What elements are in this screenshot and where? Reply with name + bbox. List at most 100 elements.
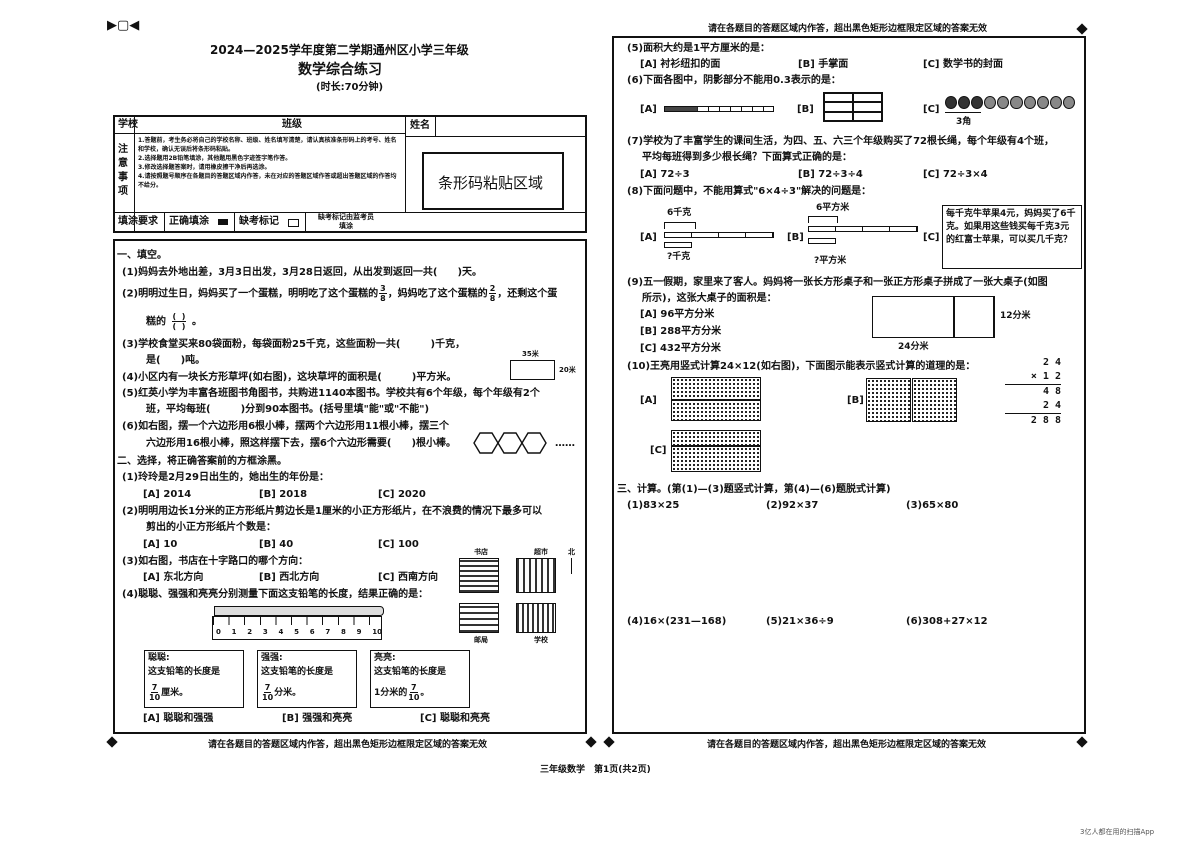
class-label: 班级 — [282, 119, 302, 130]
frac-num: 7 — [263, 683, 272, 693]
market-building-icon — [516, 558, 556, 593]
r-q5-option-c[interactable]: [C] 数学书的封面 — [923, 59, 1003, 70]
name-label: 姓名 — [410, 120, 430, 131]
s1-q5a: (5)红英小学为丰富各班图书角图书，共购进1140本图书。学校共有6个年级，每个… — [122, 388, 540, 399]
section2-title: 二、选择，将正确答案前的方框涂黑。 — [117, 456, 287, 467]
q8-c-text: 每千克牛苹果4元，妈妈买了6千克。如果用这些钱买每千克3元的红富士苹果，可以买几… — [946, 209, 1076, 245]
ruler — [212, 616, 382, 640]
r-q7-option-b[interactable]: [B] 72÷3÷4 — [798, 169, 863, 180]
r-q8-option-b[interactable]: [B] — [787, 232, 804, 243]
s2-q2-option-b[interactable]: [B] 40 — [259, 539, 294, 550]
calc-3: (3)65×80 — [906, 500, 959, 511]
r-q7-option-c[interactable]: [C] 72÷3×4 — [923, 169, 988, 180]
s2-q4-option-c[interactable]: [C] 聪聪和亮亮 — [420, 713, 490, 724]
s2-q2-option-c[interactable]: [C] 100 — [378, 539, 419, 550]
q10-b-dot-grid-left — [866, 378, 911, 422]
school-label: 学校 — [118, 119, 138, 130]
r-q9a: (9)五一假期，家里来了客人。妈妈将一张长方形桌子和一张正方形桌子拼成了一张大桌… — [627, 277, 1048, 288]
frac-den: 10 — [149, 693, 161, 702]
r-q10-option-c[interactable]: [C] — [650, 445, 667, 456]
r-q9-option-b[interactable]: [B] 288平方分米 — [640, 326, 722, 337]
person-statement: 这支铅笔的长度是 — [374, 667, 447, 677]
class-field[interactable] — [310, 115, 402, 133]
r-q8-option-c[interactable]: [C] — [923, 232, 940, 243]
s1-q2-line2: 糕的( )( )。 — [146, 312, 202, 331]
fill-correct-label: 正确填涂 — [169, 216, 209, 227]
barcode-area-label: 条形码粘贴区域 — [438, 174, 544, 192]
r-q9-option-a[interactable]: [A] 96平方分米 — [640, 309, 715, 320]
s2-q4-option-b[interactable]: [B] 强强和亮亮 — [282, 713, 353, 724]
q8-c-textbox: 每千克牛苹果4元，妈妈买了6千克。如果用这些钱买每千克3元的红富士苹果，可以买几… — [942, 205, 1082, 269]
r-q7-option-a[interactable]: [A] 72÷3 — [640, 169, 690, 180]
absent-checkbox[interactable] — [288, 219, 299, 227]
r-q9-option-c[interactable]: [C] 432平方分米 — [640, 343, 721, 354]
q3-fig-width: 20米 — [559, 366, 576, 374]
q8-a-strip-top — [664, 232, 774, 238]
map-post-label: 邮局 — [474, 636, 488, 644]
r-q7a: (7)学校为了丰富学生的课间生活，为四、五、六三个年级购买了72根长绳，每个年级… — [627, 136, 1054, 147]
north-label: 北 — [568, 548, 575, 556]
page-number: 三年级数学 第1页(共2页) — [540, 765, 651, 775]
school-field[interactable] — [150, 115, 275, 133]
vm-row-3: 4 8 — [1005, 384, 1061, 399]
s2-q3-option-b[interactable]: [B] 西北方向 — [259, 572, 320, 583]
r-q5-option-b[interactable]: [B] 手掌面 — [798, 59, 849, 70]
watermark: 3亿人都在用的扫描App — [1080, 828, 1155, 836]
map-bookstore-label: 书店 — [474, 548, 488, 556]
corner-triangle-icon — [1076, 736, 1088, 748]
note-4: 4.请按照题号顺序在各题目的答题区域内作答，未在对应的答题区域作答或超出答题区域… — [138, 173, 397, 189]
north-arrow-icon — [571, 558, 572, 574]
calc-4: (4)16×(231—168) — [627, 616, 727, 627]
s2-q1-option-b[interactable]: [B] 2018 — [259, 489, 308, 500]
ruler-tick: 2 — [247, 628, 253, 636]
s2-q3-option-c[interactable]: [C] 西南方向 — [378, 572, 438, 583]
section3-title: 三、计算。(第(1)—(3)题竖式计算，第(4)—(6)题脱式计算) — [617, 484, 891, 495]
r-q5: (5)面积大约是1平方厘米的是： — [627, 43, 771, 54]
school-building-icon — [516, 603, 556, 633]
name-field[interactable] — [437, 115, 585, 135]
exam-subject: 数学综合练习 — [298, 62, 382, 78]
calc-work-area-2[interactable] — [620, 630, 1080, 730]
exam-title: 2024—2025学年度第二学期通州区小学三年级 — [210, 43, 469, 57]
r-q10-option-a[interactable]: [A] — [640, 395, 657, 406]
q8-b-bracket — [808, 216, 838, 223]
s1-q5b: 班，平均每班( )分到90本图书。(括号里填"能"或"不能") — [146, 404, 430, 415]
vm-row-5: 2 8 8 — [1005, 413, 1061, 428]
q8-a-top-label: 6千克 — [667, 208, 692, 218]
r-q5-option-a[interactable]: [A] 衬衫纽扣的面 — [640, 59, 721, 70]
s2-q2-option-a[interactable]: [A] 10 — [143, 539, 178, 550]
q8-b-strip-bottom — [808, 238, 836, 244]
right-answer-frame — [612, 36, 1086, 734]
r-q6-option-c[interactable]: [C] — [923, 104, 940, 115]
frac-den: 10 — [262, 693, 274, 702]
s2-q1-option-c[interactable]: [C] 2020 — [378, 489, 426, 500]
ruler-ticks: 0 1 2 3 4 5 6 7 8 9 10 — [216, 628, 382, 637]
blank-fraction[interactable]: ( )( ) — [171, 312, 187, 331]
absent-note: 缺考标记由监考员填涂 — [318, 213, 374, 230]
r-q8-option-a[interactable]: [A] — [640, 232, 657, 243]
s2-q4-option-a[interactable]: [A] 聪聪和强强 — [143, 713, 214, 724]
r-q6-option-a[interactable]: [A] — [640, 104, 657, 115]
s1-q4: (4)小区内有一块长方形草坪(如右图)，这块草坪的面积是( )平方米。 — [122, 372, 457, 383]
barcode-area: 条形码粘贴区域 — [422, 152, 564, 210]
corner-mark: ▶▢◀ — [107, 18, 140, 33]
person-name: 强强: — [261, 653, 283, 663]
hexagon-ellipsis: …… — [555, 438, 575, 449]
r-q10: (10)王亮用竖式计算24×12(如右图)，下面图示能表示竖式计算的道理的是： — [627, 361, 976, 372]
s2-q3-option-a[interactable]: [A] 东北方向 — [143, 572, 204, 583]
r-q6-option-b[interactable]: [B] — [797, 104, 814, 115]
ruler-tick: 3 — [262, 628, 268, 636]
r-q10-option-b[interactable]: [B] — [847, 395, 864, 406]
hexagon-chain — [473, 432, 547, 454]
frac-den: 8 — [380, 294, 386, 303]
calc-6: (6)308+27×12 — [906, 616, 988, 627]
person-pre: 1分米的 — [374, 688, 408, 698]
calc-work-area-1[interactable] — [620, 514, 1080, 612]
s2-q1-option-a[interactable]: [A] 2014 — [143, 489, 192, 500]
frac-num: 2 — [488, 284, 497, 294]
